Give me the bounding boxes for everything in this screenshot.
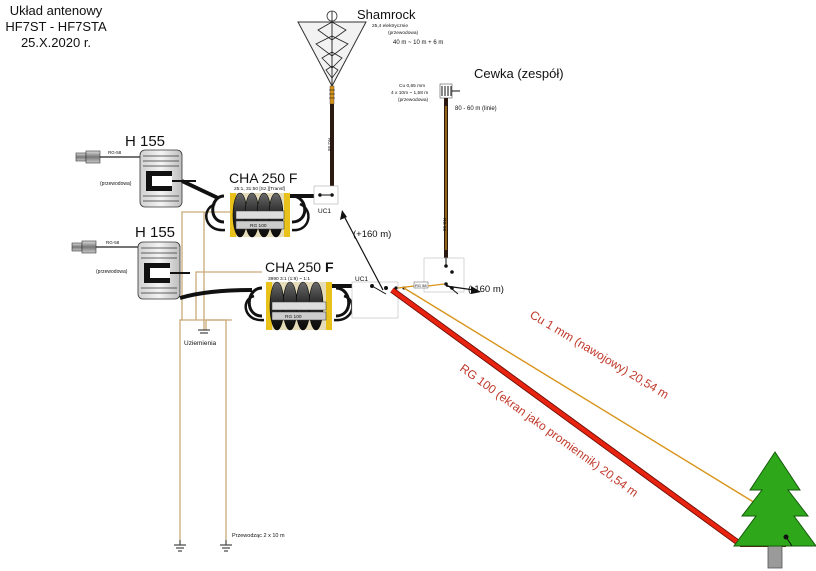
rg100-radiator: RG 100 (ekran jako promiennik) 20,54 m xyxy=(390,287,786,547)
uc1-top: UC1 xyxy=(313,185,339,215)
ground-wire-2 xyxy=(203,211,234,540)
cu-wire-label: Cu 1 mm (nawojowy) 20,54 m xyxy=(527,308,671,402)
h155-bottom-label: H 155 xyxy=(135,224,175,241)
uc1-bottom-label: UC1 xyxy=(355,276,368,283)
h155-top-label: H 155 xyxy=(125,133,165,150)
cha-top-spec: 25:1, 31:50 [Sz.][Transf] xyxy=(234,186,285,192)
short-cable-label: RG 58 xyxy=(415,283,427,288)
h155-top: H 155 RG-58 (przewodowa) xyxy=(75,133,219,208)
cha-top: CHA 250 F 25:1, 31:50 [Sz.][Transf] RG 1… xyxy=(205,170,322,238)
h155-top-note: (przewodowa) xyxy=(100,181,132,187)
grounding-label: Uziemienia xyxy=(184,340,217,347)
coil-spec-3: (przewodowa) xyxy=(398,97,429,103)
cha-bottom-coax: RG 100 xyxy=(285,314,302,320)
h155-bottom-cable-label: RG-58 xyxy=(106,240,120,245)
shamrock-spec-2: (przewodowa) xyxy=(388,30,419,36)
plug-icon xyxy=(75,152,87,162)
arrow-minus-160: (-160 m) xyxy=(445,284,504,295)
tree-icon xyxy=(733,451,816,569)
coil-label: Cewka (zespół) xyxy=(474,66,564,81)
cha-top-coax: RG 100 xyxy=(250,223,267,229)
minus-160-label: (-160 m) xyxy=(468,284,504,295)
ground-wire-1 xyxy=(179,211,204,540)
plug-icon xyxy=(71,242,83,252)
shamrock-antenna: Shamrock 25,4 elektrycznie (przewodowa) … xyxy=(297,7,443,192)
coil-spec-2: 4 x 10m ~ 1,58 m xyxy=(391,90,428,96)
ground-wire-label: Przewodząc 2 x 10 m xyxy=(232,533,285,539)
coil-spec-4: 80 - 60 m (linie) xyxy=(455,106,497,112)
shamrock-label: Shamrock xyxy=(357,7,416,22)
cha-bottom-spec: 3990 3:1 (1:9) ~ 1:1 xyxy=(268,276,310,282)
connector-icon xyxy=(81,240,97,254)
arrow-plus-160: (+160 m) xyxy=(340,210,391,291)
plus-160-label: (+160 m) xyxy=(353,229,391,240)
rg100-label: RG 100 (ekran jako promiennik) 20,54 m xyxy=(457,361,641,500)
shamrock-spec-3: 40 m ~ 10 m + 6 m xyxy=(393,40,443,46)
h155-bottom-note: (przewodowa) xyxy=(96,269,128,275)
ground-symbol-icon xyxy=(174,329,232,552)
coil-cable-label: RG 58 xyxy=(442,218,447,232)
shamrock-cable-label: RG 58 xyxy=(327,138,332,152)
title-block: Układ antenowy HF7ST - HF7STA 25.X.2020 … xyxy=(5,3,107,50)
ground-wires xyxy=(179,211,262,540)
shamrock-spec-1: 25,4 elektrycznie xyxy=(372,23,408,29)
cha-top-label: CHA 250 F xyxy=(229,170,297,186)
ground-wire-3 xyxy=(195,271,262,320)
coil-spec-1: Cu 0,65 mm xyxy=(399,83,425,89)
title-line-1: Układ antenowy xyxy=(10,3,103,18)
h155-top-cable-label: RG-58 xyxy=(108,150,122,155)
coil-antenna: Cewka (zespół) Cu 0,65 mm 4 x 10m ~ 1,58… xyxy=(391,66,564,258)
uc1-bottom: UC1 RG 58 xyxy=(351,257,465,319)
uc1-top-label: UC1 xyxy=(318,208,331,215)
title-line-2: HF7ST - HF7STA xyxy=(5,19,107,34)
connector-icon xyxy=(85,150,101,164)
cu-wire-radiator: Cu 1 mm (nawojowy) 20,54 m xyxy=(403,287,791,537)
h155-bottom: H 155 RG-58 (przewodowa) xyxy=(71,224,253,300)
title-line-3: 25.X.2020 r. xyxy=(21,35,91,50)
